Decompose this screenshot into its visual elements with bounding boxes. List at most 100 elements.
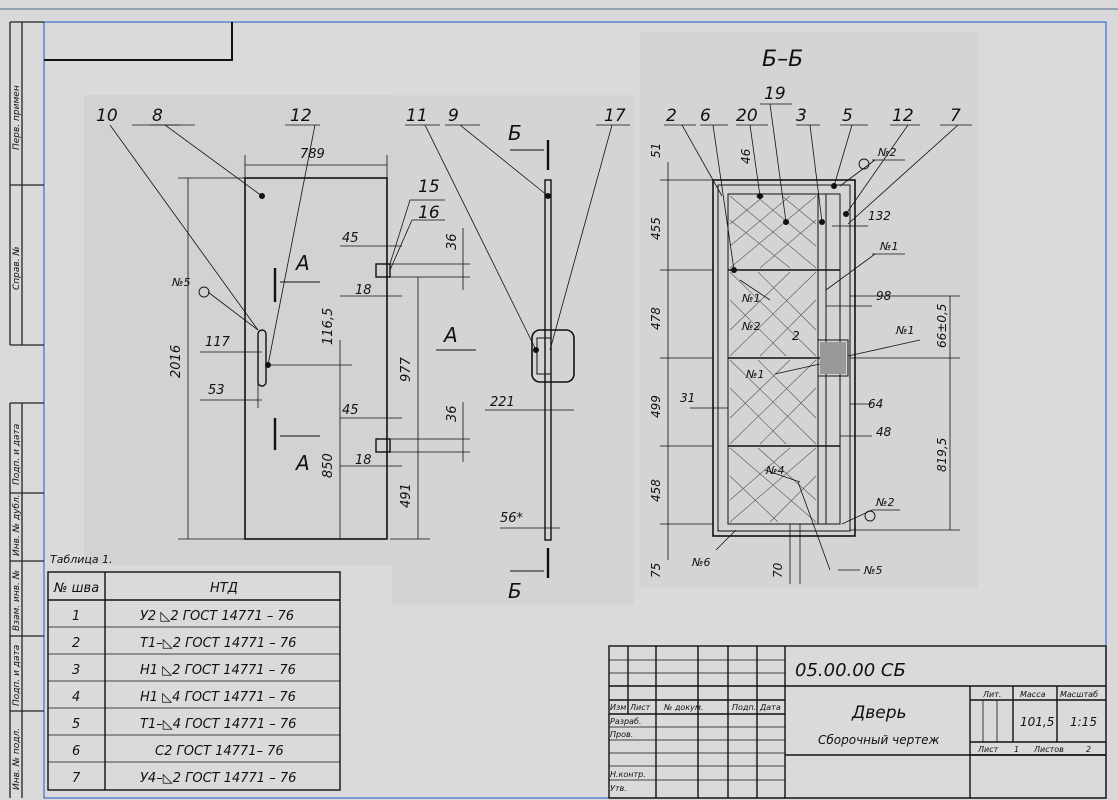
dim-45b: 45 [342, 403, 359, 418]
row-razrab: Разраб. [610, 717, 641, 726]
side-label-1: Перв. примен [12, 85, 22, 150]
dim-98: 98 [876, 289, 892, 303]
sheet-label: Лист [977, 745, 999, 754]
table-row-5-no: 5 [72, 717, 80, 732]
front-view [244, 177, 391, 540]
side-dimensions [405, 124, 630, 529]
dim-458: 458 [649, 479, 663, 502]
side-callouts: 11 9 17 [406, 106, 626, 126]
dim-132: 132 [868, 209, 891, 223]
part-name: Дверь [851, 703, 907, 723]
dim-51: 51 [649, 143, 663, 158]
side-view [510, 140, 575, 578]
table-row-2-ntd: Т1–◺2 ГОСТ 14771 – 76 [140, 636, 296, 651]
table-row-7-ntd: У4–◺2 ГОСТ 14771 – 76 [140, 771, 296, 786]
sheets-value: 2 [1086, 745, 1091, 754]
dim-66: 66±0,5 [935, 304, 949, 348]
section-b-marks: Б Б [508, 121, 522, 603]
lit-label: Лит. [982, 690, 1001, 699]
scale-label: Масштаб [1060, 690, 1098, 699]
col-doc: № докум. [663, 703, 703, 712]
dim-36b: 36 [445, 405, 460, 422]
weld-mark-6: №6 [691, 556, 710, 569]
front-dim-labels: 789 2016 117 53 45 36 18 116,5 977 45 36… [169, 147, 460, 508]
binding-strip [9, 21, 44, 798]
table-row-7-no: 7 [72, 771, 81, 786]
side-label-6: Подп. и дата [12, 645, 22, 706]
corner-box [44, 22, 233, 61]
side-label-4: Инв. № дубл. [12, 494, 22, 556]
dim-18a: 18 [355, 283, 372, 298]
front-callouts: 10 8 12 15 16 [96, 106, 440, 223]
dim-31: 31 [680, 391, 695, 405]
dim-499: 499 [649, 395, 663, 418]
dim-491: 491 [399, 483, 414, 508]
dim-36a: 36 [445, 233, 460, 250]
col-list: Лист [629, 703, 651, 712]
table-row-1-ntd: У2 ◺2 ГОСТ 14771 – 76 [140, 609, 294, 624]
callout-6: 6 [700, 106, 711, 126]
table-row-2-no: 2 [72, 636, 80, 651]
section-mark-a-bottom: А [294, 451, 310, 475]
callout-20: 20 [736, 106, 758, 126]
callout-5: 5 [842, 106, 853, 126]
table-row-3-no: 3 [72, 663, 80, 678]
glazing-hatch [729, 195, 817, 523]
front-dimensions [109, 124, 470, 540]
weld-table-text: № шва НТД 1 У2 ◺2 ГОСТ 14771 – 76 2 Т1–◺… [53, 581, 296, 786]
table-header-ntd: НТД [210, 581, 238, 596]
weld-mark-2b: №2 [741, 320, 760, 333]
col-date: Дата [759, 703, 781, 712]
callout-8: 8 [152, 106, 163, 126]
callout-17: 17 [604, 106, 626, 126]
weld-mark-1b: №1 [741, 292, 760, 305]
side-label-2: Справ. № [12, 246, 22, 290]
section-weld-marks: №2 №1 №1 №2 №1 №1 №4 №2 №6 №5 [691, 146, 914, 577]
sheet-value: 1 [1014, 745, 1019, 754]
doc-number: 05.00.00 СБ [795, 660, 906, 681]
col-sign: Подп. [732, 703, 756, 712]
table-caption: Таблица 1. [50, 553, 113, 566]
dim-977: 977 [399, 356, 414, 382]
side-label-7: Инв. № подл. [12, 728, 22, 790]
dim-46: 46 [739, 148, 753, 164]
section-view-panel [640, 32, 978, 588]
table-row-6-no: 6 [72, 744, 80, 759]
dim-2016: 2016 [169, 345, 184, 378]
col-izm: Изм [610, 703, 626, 712]
section-mark-a-top: А [294, 251, 310, 275]
table-row-4-no: 4 [72, 690, 80, 705]
callout-15: 15 [418, 177, 440, 197]
side-dim-labels: 221 56* [490, 395, 524, 526]
callout-12-section: 12 [892, 106, 914, 126]
callout-12: 12 [290, 106, 312, 126]
table-row-5-ntd: Т1–◺4 ГОСТ 14771 – 76 [140, 717, 296, 732]
title-block-text: 05.00.00 СБ Дверь Сборочный чертеж Изм Л… [610, 660, 1098, 793]
sheets-label: Листов [1033, 745, 1064, 754]
section-leaders [660, 103, 972, 584]
title-block [608, 645, 1107, 799]
callout-2: 2 [666, 106, 677, 126]
table-row-6-ntd: С2 ГОСТ 14771– 76 [155, 744, 284, 759]
dim-53: 53 [208, 383, 225, 398]
side-label-5: Взам. инв. № [12, 570, 22, 631]
weld-mark-4: №4 [765, 464, 784, 477]
dim-48: 48 [876, 425, 892, 439]
weld-mark-1c: №1 [895, 324, 914, 337]
section-callouts: 2 6 20 19 3 5 12 7 [666, 84, 961, 126]
weld-mark-1d: №1 [745, 368, 764, 381]
row-prov: Пров. [610, 730, 633, 739]
section-title: Б–Б [762, 47, 803, 72]
drawing-type: Сборочный чертеж [818, 733, 940, 747]
dim-116-5: 116,5 [321, 308, 336, 345]
table-row-3-ntd: Н1 ◺2 ГОСТ 14771 – 76 [140, 663, 296, 678]
table-row-4-ntd: Н1 ◺4 ГОСТ 14771 – 76 [140, 690, 296, 705]
binding-labels: Перв. примен Справ. № Подп. и дата Инв. … [12, 85, 22, 790]
dim-18b: 18 [355, 453, 372, 468]
callout-16: 16 [418, 203, 440, 223]
table-header-no: № шва [53, 581, 99, 596]
section-mark-b-bottom: Б [508, 579, 522, 603]
dim-45a: 45 [342, 231, 359, 246]
dim-455: 455 [649, 217, 663, 240]
